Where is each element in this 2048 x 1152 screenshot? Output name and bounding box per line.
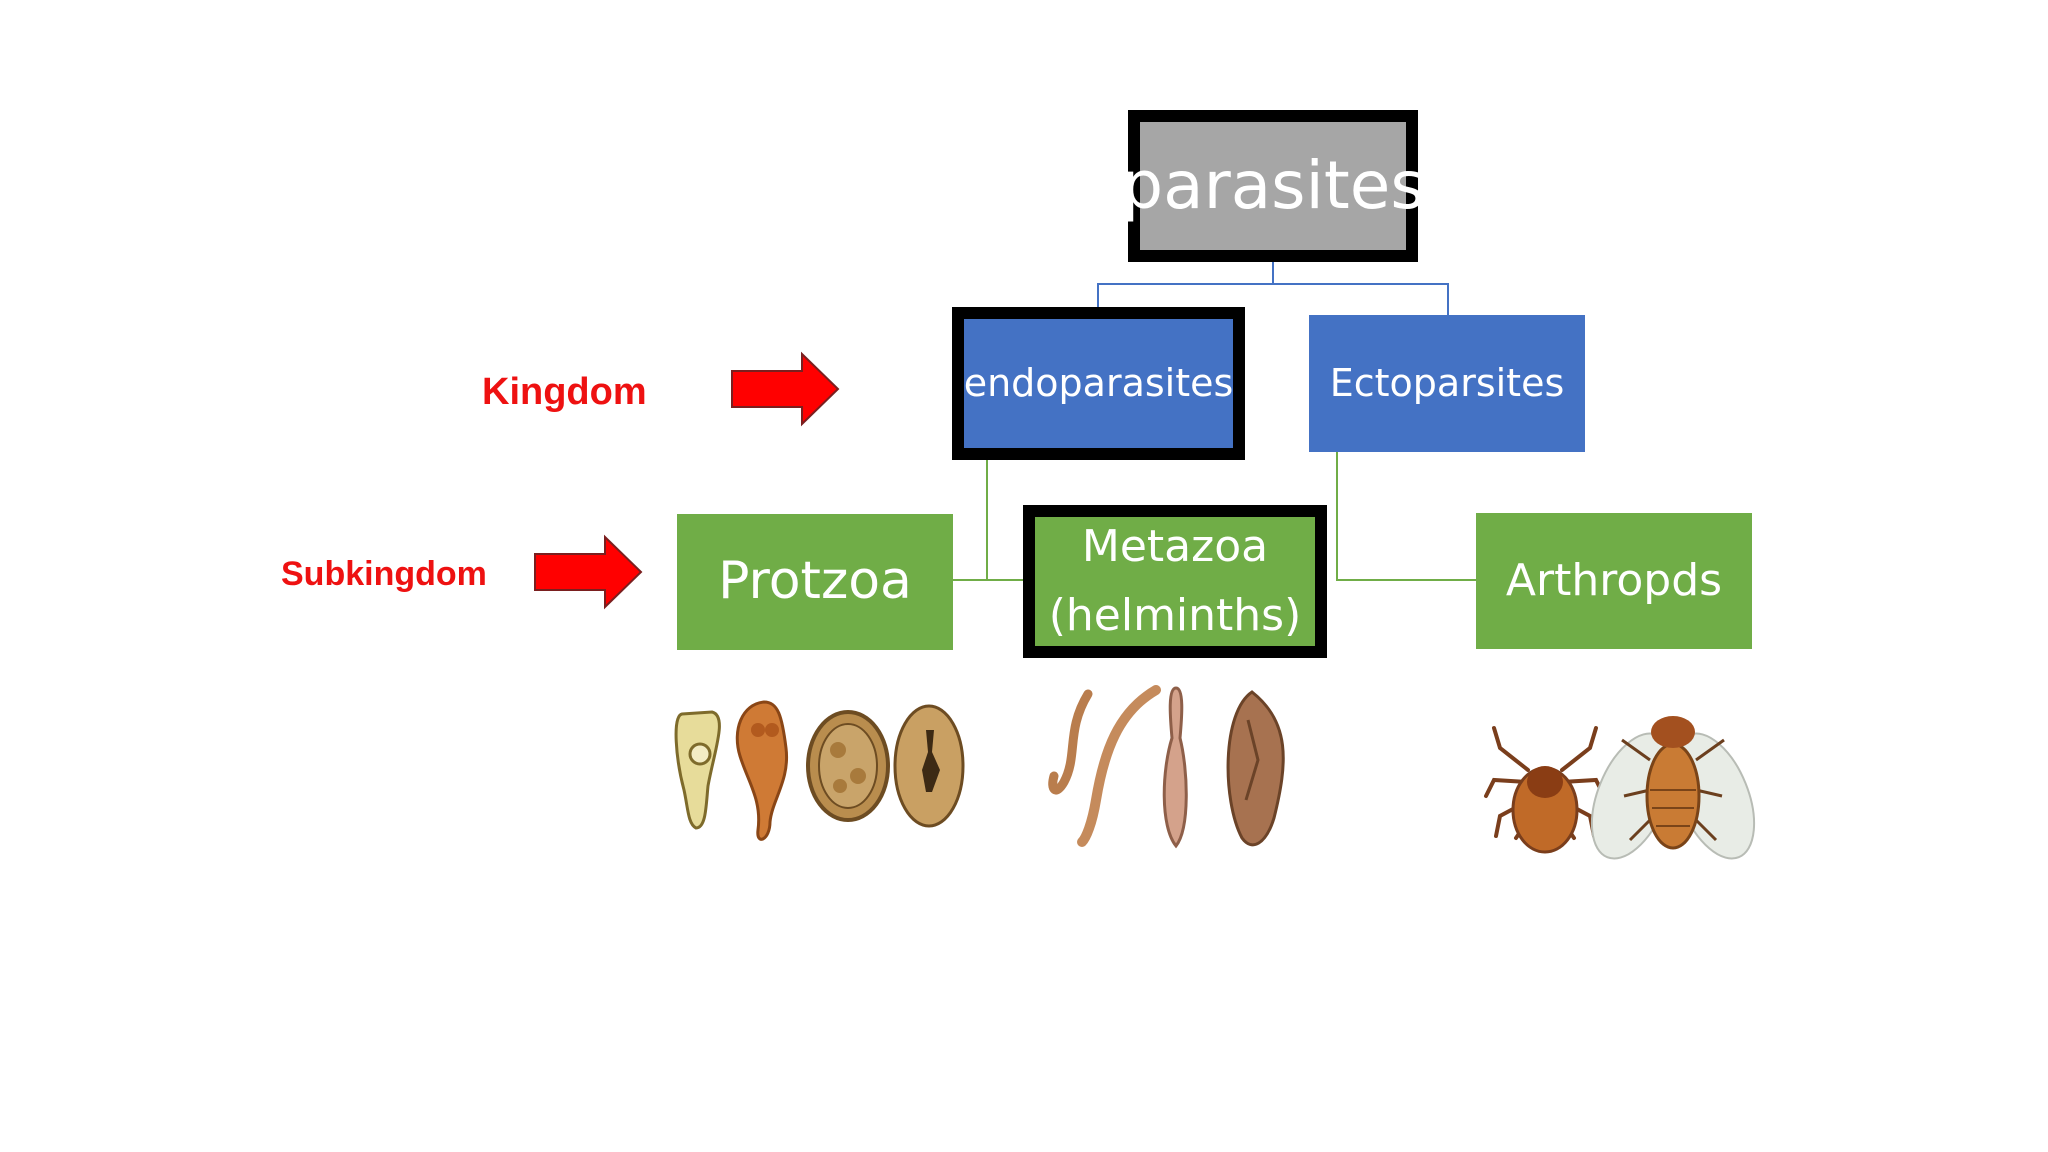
- kingdom-level-label: Kingdom: [482, 371, 647, 413]
- endo-connector: [953, 460, 1023, 581]
- ectoparasites-node: Ectoparsites: [1309, 315, 1585, 452]
- root-connector: [1097, 262, 1449, 315]
- right-arrow-icon: [534, 534, 643, 610]
- ecto-connector: [1336, 452, 1476, 581]
- right-arrow-icon: [731, 351, 840, 427]
- arthropods-node: Arthropds: [1476, 513, 1752, 649]
- protozoa-node: Protzoa: [677, 514, 953, 650]
- parasites-node: parasites: [1121, 110, 1425, 262]
- arthropod-illustration: [1484, 716, 1756, 860]
- protozoa-illustration: [674, 700, 965, 841]
- metazoa-node: Metazoa (helminths): [1023, 505, 1327, 658]
- helminths-label: (helminths): [1048, 589, 1302, 641]
- metazoa-label: Metazoa: [1081, 521, 1269, 573]
- helminth-illustration: [1048, 685, 1285, 849]
- subkingdom-level-label: Subkingdom: [281, 555, 487, 593]
- endoparasites-node: endoparasites: [952, 307, 1245, 460]
